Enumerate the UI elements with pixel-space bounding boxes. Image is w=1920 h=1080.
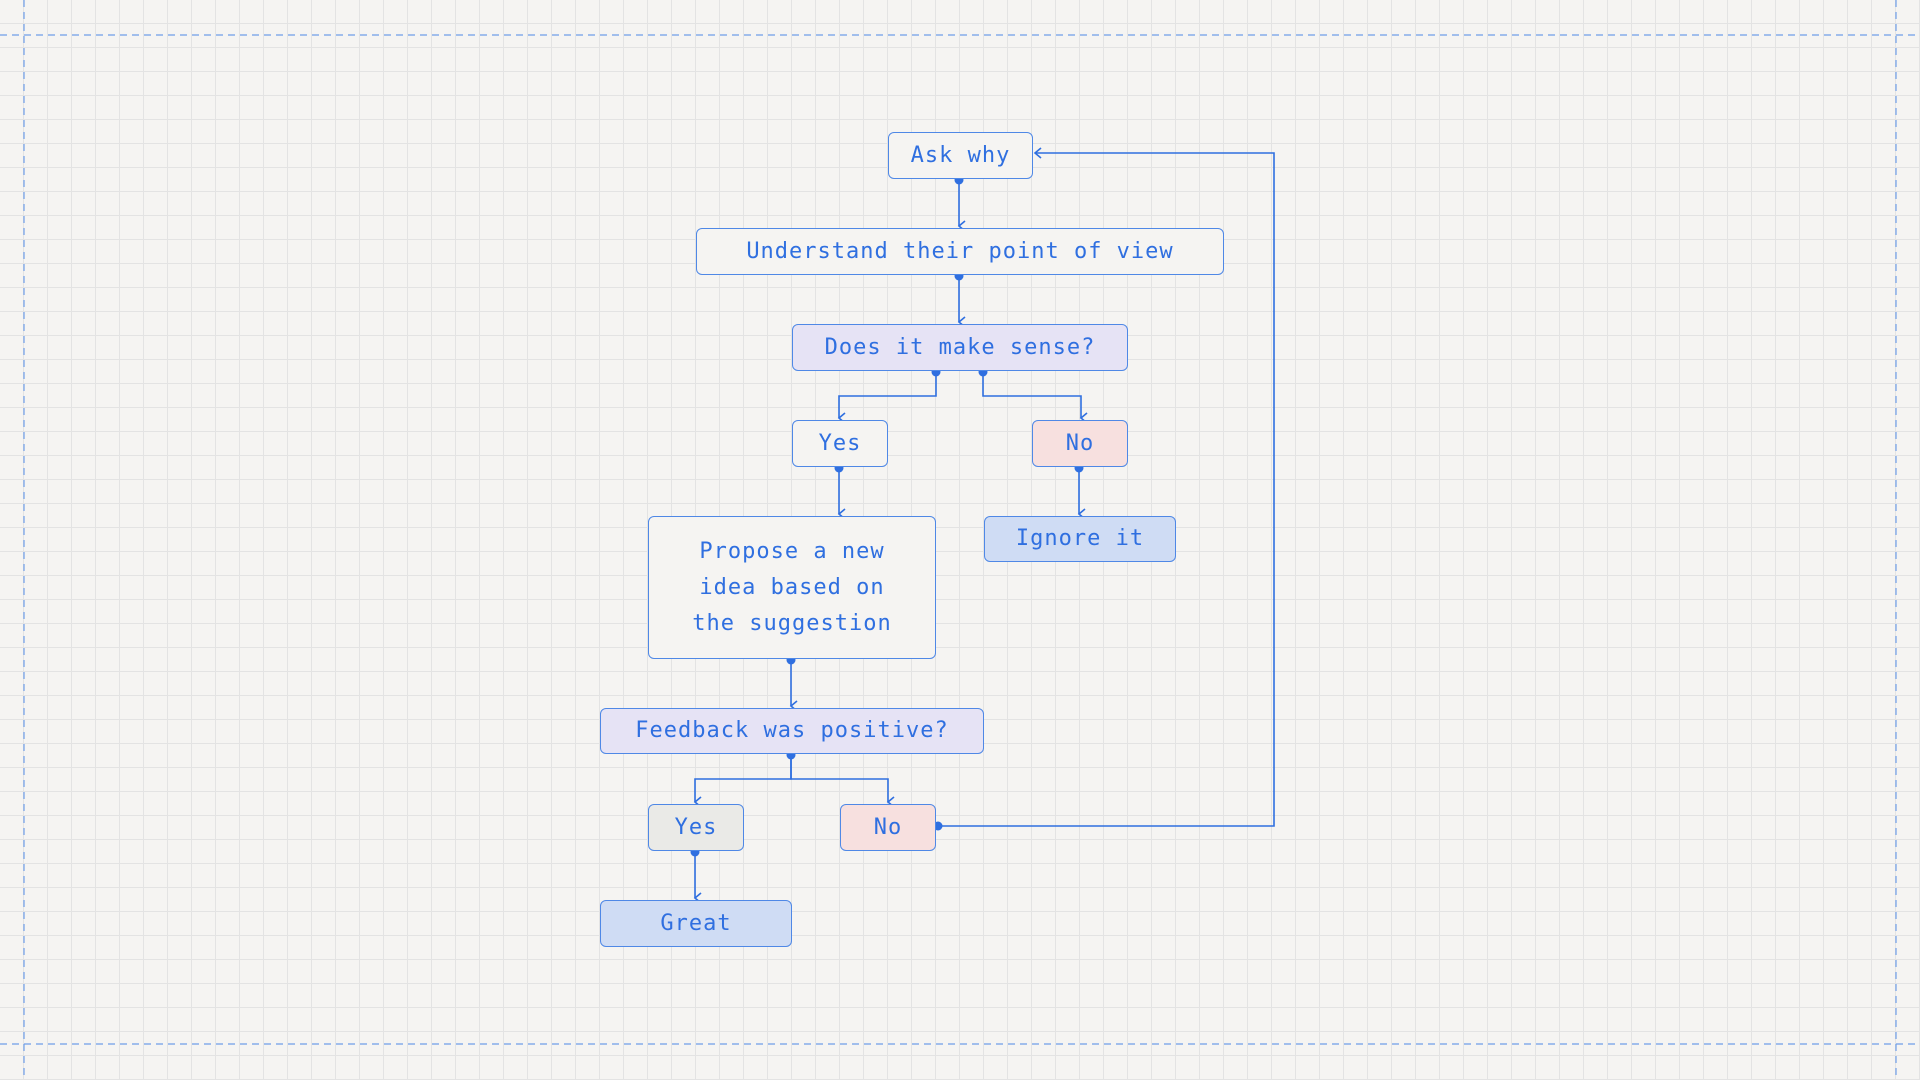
- connector-loop-back: [938, 147, 1275, 827]
- connector-feedback-no: [790, 755, 895, 808]
- node-ask-why[interactable]: Ask why: [888, 132, 1033, 179]
- node-propose[interactable]: Propose a new idea based on the suggesti…: [648, 516, 936, 659]
- node-yes-1[interactable]: Yes: [792, 420, 888, 467]
- connector-question-no: [982, 372, 1088, 424]
- node-does-it-make-sense[interactable]: Does it make sense?: [792, 324, 1128, 371]
- node-understand[interactable]: Understand their point of view: [696, 228, 1224, 275]
- node-great[interactable]: Great: [600, 900, 792, 947]
- node-ignore-it[interactable]: Ignore it: [984, 516, 1176, 562]
- node-no-1[interactable]: No: [1032, 420, 1128, 467]
- connector-feedback-yes: [693, 755, 792, 808]
- node-feedback[interactable]: Feedback was positive?: [600, 708, 984, 754]
- node-no-2[interactable]: No: [840, 804, 936, 851]
- node-yes-2[interactable]: Yes: [648, 804, 744, 851]
- connector-question-yes: [837, 372, 937, 424]
